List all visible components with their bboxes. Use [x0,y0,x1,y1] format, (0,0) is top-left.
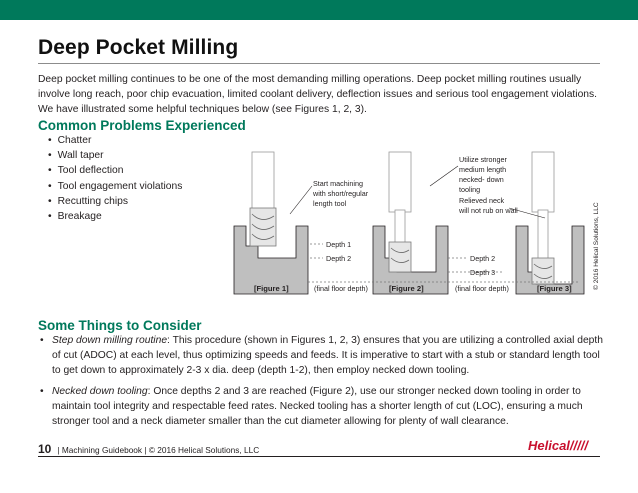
problems-list: Chatter Wall taper Tool deflection Tool … [48,133,183,224]
fig2-tool-shank [388,151,412,213]
list-item: Recutting chips [48,194,182,209]
start-machining-label: with short/regular [312,189,369,198]
list-item: Tool engagement violations [48,179,183,194]
depth1-label: Depth 1 [326,240,351,249]
footer-text: | Machining Guidebook | © 2016 Helical S… [57,445,260,455]
start-machining-label: length tool [313,199,347,208]
utilize-label: necked- down [459,175,504,184]
figure1-label: [Figure 1] [254,284,289,293]
top-accent-bar [0,0,638,20]
title-divider [38,63,600,64]
fig1-tool-shank [251,151,275,211]
start-machining-label: Start machining [313,179,363,188]
fig2-tool-neck [394,209,406,245]
list-item: Necked down tooling: Once depths 2 and 3… [40,384,605,429]
consider-list: Step down milling routine: This procedur… [40,333,605,435]
relieved-neck-label: Relieved neck [459,196,505,205]
step-down-term: Step down milling routine [52,335,168,346]
utilize-label: medium length [459,165,506,174]
page-footer: 10 | Machining Guidebook | © 2016 Helical… [38,442,600,456]
depth3-label: Depth 3 [470,268,495,277]
depth2-label: Depth 2 [470,254,495,263]
utilize-label: tooling [459,185,480,194]
fig1-workpiece [233,225,309,295]
list-item: Wall taper [48,148,182,163]
vertical-copyright: © 2016 Helical Solutions, LLC [592,202,600,290]
final-floor-label: (final floor depth) [314,284,368,293]
list-item: Breakage [48,209,182,224]
depth2-label: Depth 2 [326,254,351,263]
list-item: Chatter [48,133,182,148]
consider-heading: Some Things to Consider [38,318,202,333]
page-title: Deep Pocket Milling [38,36,239,59]
figure2-label: [Figure 2] [389,284,424,293]
final-floor-label: (final floor depth) [455,284,509,293]
fig2-workpiece [372,225,449,295]
footer-divider [38,456,600,457]
milling-figures-diagram: Start machining with short/regular lengt… [233,151,600,295]
list-item: Step down milling routine: This procedur… [40,333,605,378]
fig3-tool-shank [531,151,555,213]
relieved-neck-label: will not rub on wall [458,206,518,215]
list-item: Tool deflection [48,163,182,178]
figure3-label: [Figure 3] [537,284,572,293]
helical-logo: Helical///// [528,438,588,453]
page-number: 10 [38,442,52,456]
fig2-tool-flutes [388,241,412,273]
utilize-label: Utilize stronger [459,155,508,164]
fig3-tool-flutes [531,257,555,285]
intro-paragraph: Deep pocket milling continues to be one … [38,74,598,115]
problems-heading: Common Problems Experienced [38,118,246,133]
necked-down-term: Necked down tooling [52,386,148,397]
